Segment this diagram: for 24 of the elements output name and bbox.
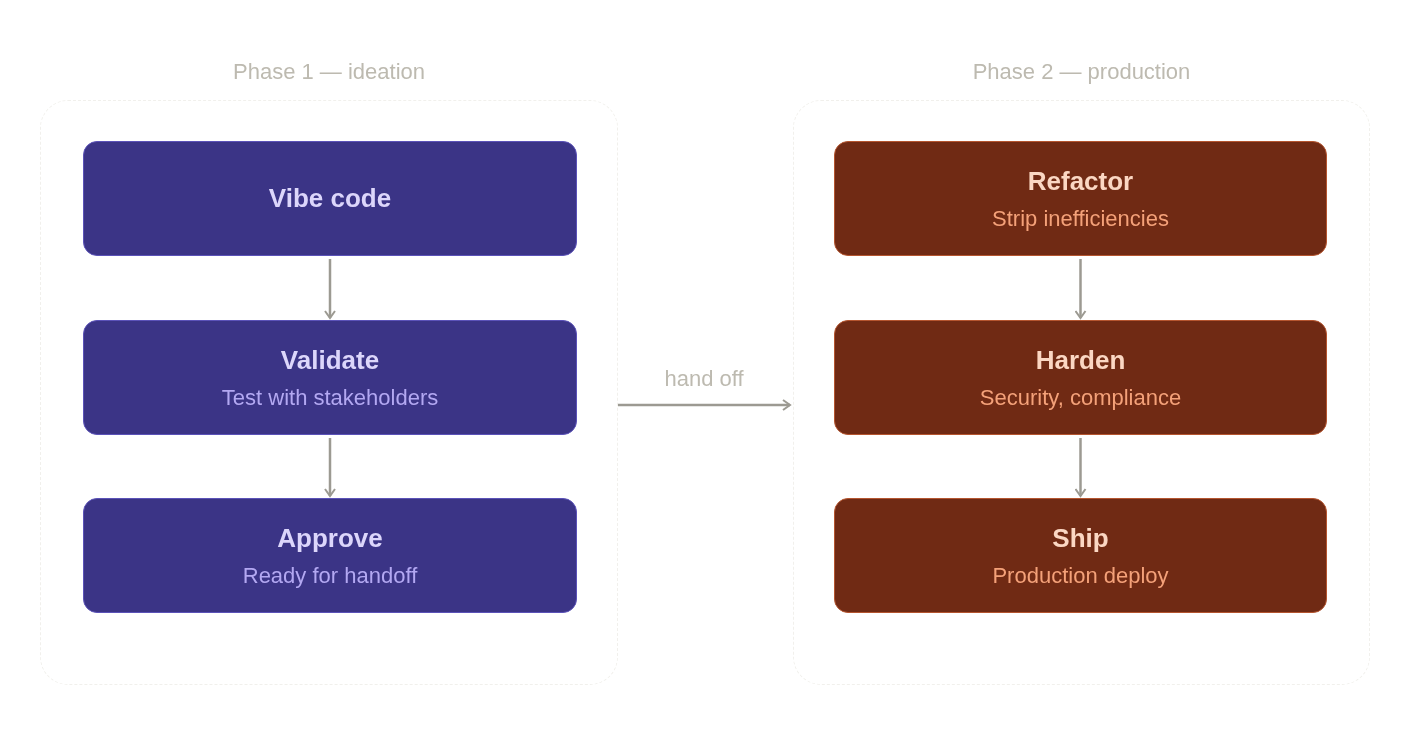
step-box — [834, 141, 1327, 256]
step-box — [83, 320, 577, 435]
step-box — [83, 498, 577, 613]
group-heading: Phase 1 — ideation — [233, 59, 425, 84]
step-subtitle: Test with stakeholders — [221, 384, 439, 412]
arrow — [1074, 259, 1087, 319]
step-title: Harden — [1035, 343, 1126, 376]
step-title: Vibe code — [268, 182, 392, 215]
arrow — [324, 438, 336, 497]
step-title: Ship — [1052, 521, 1109, 554]
step-title: Refactor — [1027, 164, 1134, 197]
step-subtitle: Ready for handoff — [242, 562, 418, 590]
group-heading: Phase 2 — production — [972, 59, 1191, 84]
step-subtitle: Production deploy — [992, 562, 1169, 590]
step-box — [83, 141, 577, 256]
step-title: Approve — [277, 521, 383, 554]
step-subtitle: Security, compliance — [979, 384, 1182, 412]
arrow — [618, 399, 791, 411]
step-box — [834, 320, 1327, 435]
arrow — [1074, 438, 1087, 497]
step-box — [834, 498, 1327, 613]
step-subtitle: Strip inefficiencies — [992, 205, 1169, 233]
step-title: Validate — [280, 343, 380, 376]
arrow — [324, 259, 336, 319]
